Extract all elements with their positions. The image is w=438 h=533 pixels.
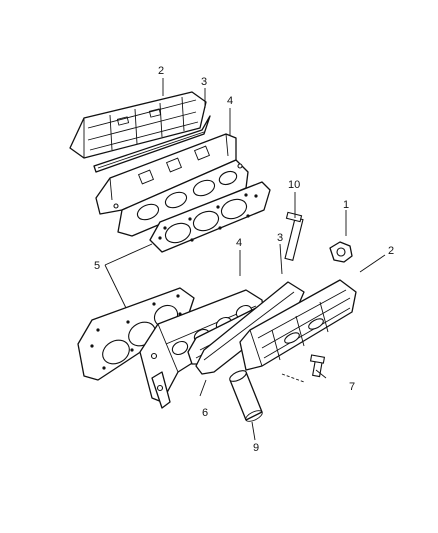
callout-4-mid: 4 <box>236 237 242 249</box>
lower-valve-cover-gasket-3 <box>195 281 305 375</box>
callout-1: 1 <box>343 199 349 211</box>
callout-6: 6 <box>202 407 208 419</box>
callout-5: 5 <box>94 260 100 272</box>
leader-lines <box>104 78 386 441</box>
lower-head-gasket <box>77 287 195 381</box>
callout-3-top: 3 <box>201 76 207 88</box>
callout-4-top: 4 <box>227 95 233 107</box>
callout-2-top: 2 <box>158 65 164 77</box>
bolt-part-10 <box>284 211 304 262</box>
callout-3-mid: 3 <box>277 232 283 244</box>
callout-7: 7 <box>349 381 355 393</box>
upper-head-gasket <box>149 181 271 253</box>
callout-numbers: 2 3 4 10 1 4 3 2 5 7 6 9 <box>94 65 394 454</box>
callout-9: 9 <box>253 442 259 454</box>
small-bolt-part-7 <box>309 354 326 378</box>
lower-valve-cover <box>239 279 357 371</box>
callout-10: 10 <box>288 179 300 191</box>
upper-cylinder-head <box>95 133 249 237</box>
upper-valve-cover-gasket <box>93 115 211 173</box>
nut-part-1 <box>329 241 353 263</box>
callout-2-right: 2 <box>388 245 394 257</box>
tube-part-9 <box>229 370 263 422</box>
upper-valve-cover <box>69 91 207 159</box>
